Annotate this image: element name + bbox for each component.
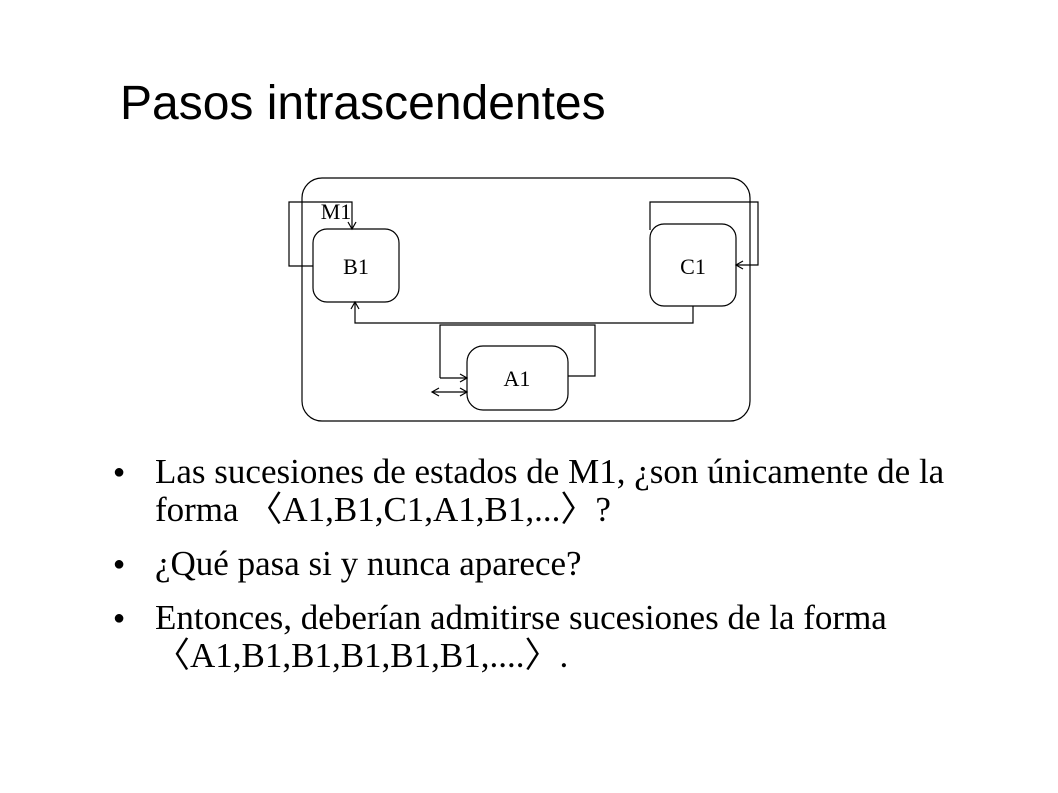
arrowhead-b1 [350, 300, 360, 310]
machine-m1-box [301, 177, 751, 422]
bullet-text: Las sucesiones de estados de M1, ¿son ún… [155, 452, 945, 529]
bullet-text: Entonces, deberían admitirse sucesiones … [155, 598, 887, 675]
bullet-text: ¿Qué pasa si y nunca aparece? [155, 544, 582, 583]
bullet-item: ● ¿Qué pasa si y nunca aparece? [113, 545, 1013, 583]
transition-c1-to-b1 [354, 302, 694, 324]
arrowhead-entry-left [430, 387, 440, 397]
transition-b1-self-loop [288, 201, 353, 267]
transition-a1-loop [439, 324, 596, 378]
bullet-item: ● Entonces, deberían admitirse sucesione… [113, 599, 1013, 675]
arrowhead-b1-loop [347, 221, 357, 231]
arrowhead-c1-loop [734, 260, 744, 270]
bullet-dot: ● [113, 553, 126, 575]
bullet-list: ● Las sucesiones de estados de M1, ¿son … [113, 453, 1013, 691]
state-c1-label: C1 [680, 254, 706, 279]
bullet-dot: ● [113, 461, 126, 483]
state-b1-label: B1 [343, 254, 369, 279]
machine-m1-label: M1 [321, 199, 352, 224]
state-a1-label: A1 [504, 366, 531, 391]
bullet-dot: ● [113, 607, 126, 629]
slide-title: Pasos intrascendentes [120, 77, 606, 130]
transition-c1-self-loop [649, 201, 759, 266]
arrowhead-entry-right [459, 387, 469, 397]
bullet-item: ● Las sucesiones de estados de M1, ¿son … [113, 453, 1013, 529]
